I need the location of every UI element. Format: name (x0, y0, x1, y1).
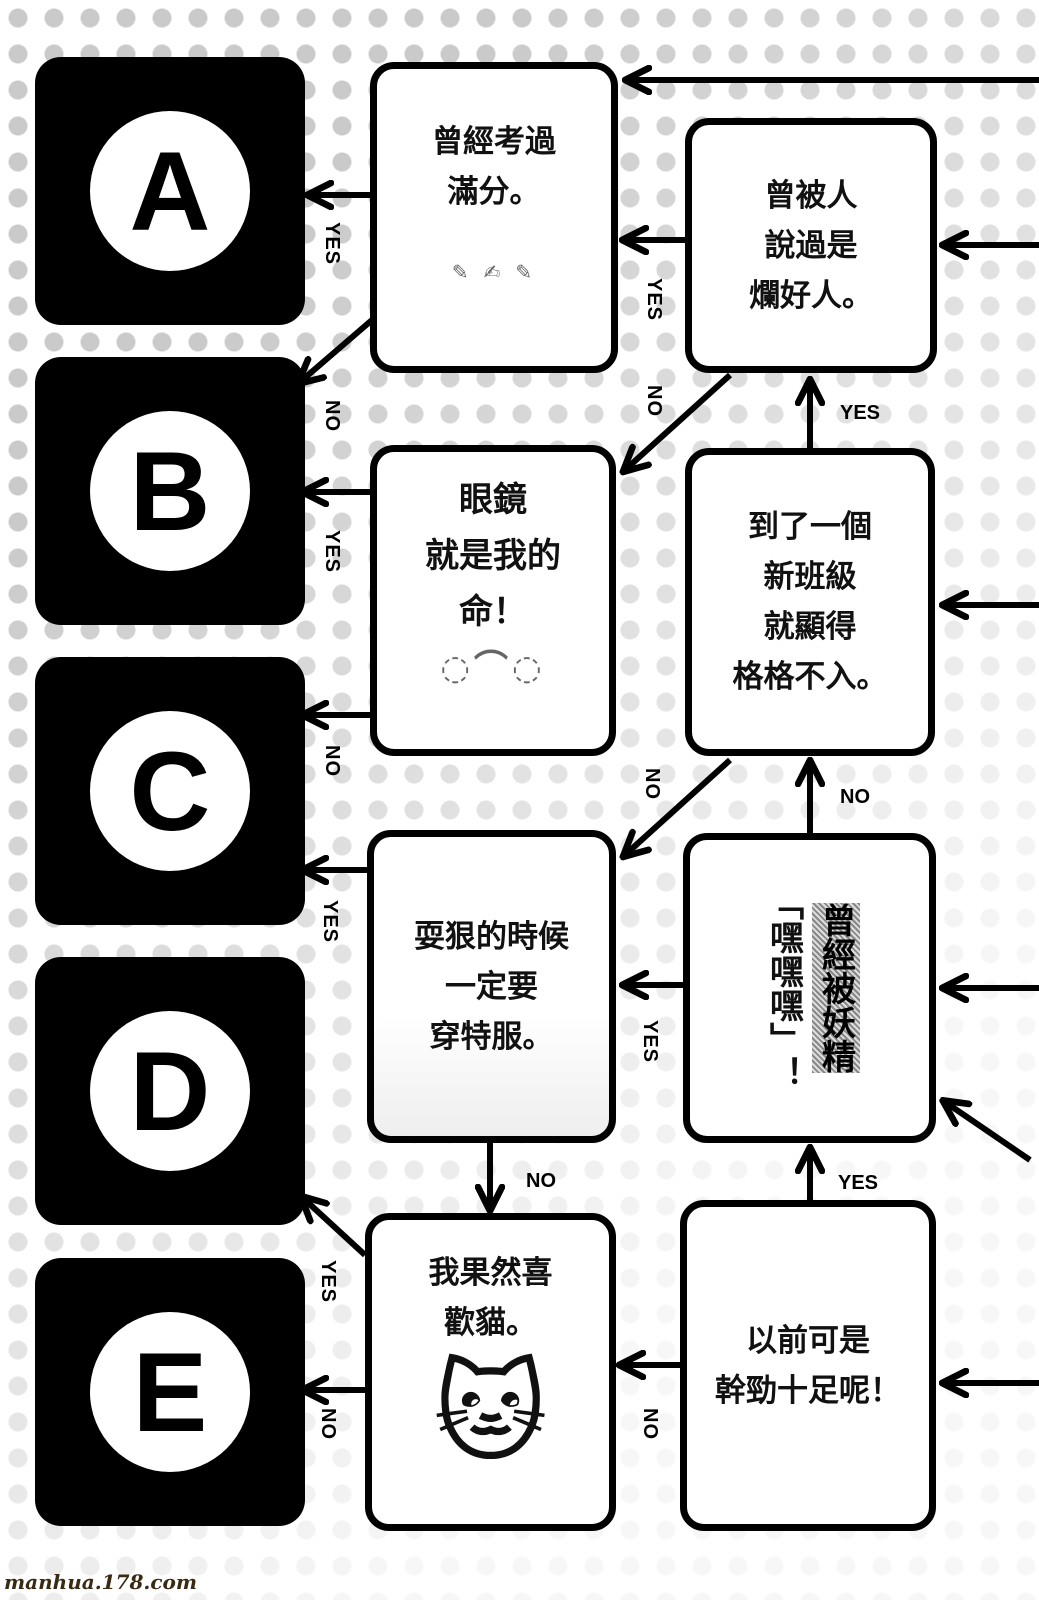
label-yes: YES (643, 278, 665, 322)
label-yes: YES (840, 402, 881, 424)
label-no: NO (321, 400, 343, 432)
label-no: NO (840, 786, 870, 808)
watermark: manhua.178.com (4, 1570, 198, 1594)
label-no: NO (317, 1408, 339, 1440)
glasses-illustration: ◌⌒◌ (440, 648, 546, 688)
question-new-class: 到了一個新班級就顯得格格不入。 (685, 448, 935, 756)
label-yes: YES (838, 1172, 879, 1194)
label-yes: YES (319, 900, 341, 944)
question-uniform: 耍狠的時候一定要穿特服。 (367, 830, 616, 1143)
question-full-marks: 曾經考過滿分。 ✎ ✍ ✎ (370, 62, 618, 373)
label-no: NO (639, 1408, 661, 1440)
arrow-entry-q6b (945, 1102, 1032, 1163)
label-yes: YES (321, 530, 343, 574)
question-glasses: 眼鏡就是我的命！ ◌⌒◌ (370, 445, 616, 756)
question-pushover: 曾被人說過是爛好人。 (685, 118, 937, 373)
result-e: E (35, 1258, 305, 1526)
label-yes: YES (321, 222, 343, 266)
result-d: D (35, 957, 305, 1225)
label-no: NO (526, 1170, 556, 1192)
label-yes: YES (639, 1020, 661, 1064)
question-fairy: 曾經被妖精 「嘿嘿嘿」！ (683, 833, 936, 1143)
arrow-q4-q5 (625, 757, 733, 855)
cat-illustration: 🐱 (433, 1349, 548, 1477)
label-no: NO (643, 385, 665, 417)
label-no: NO (641, 768, 663, 800)
label-no: NO (321, 745, 343, 777)
question-motivated: 以前可是幹勁十足呢！ (680, 1200, 936, 1531)
result-b: B (35, 357, 305, 625)
result-a: A (35, 57, 305, 325)
arrow-q1-b (300, 317, 374, 382)
label-yes: YES (317, 1260, 339, 1304)
students-illustration: ✎ ✍ ✎ (451, 260, 537, 284)
result-c: C (35, 657, 305, 925)
arrow-q2-q3 (625, 372, 733, 470)
question-cats: 我果然喜歡貓。 🐱 (365, 1213, 616, 1531)
arrow-q7-d (303, 1198, 368, 1258)
